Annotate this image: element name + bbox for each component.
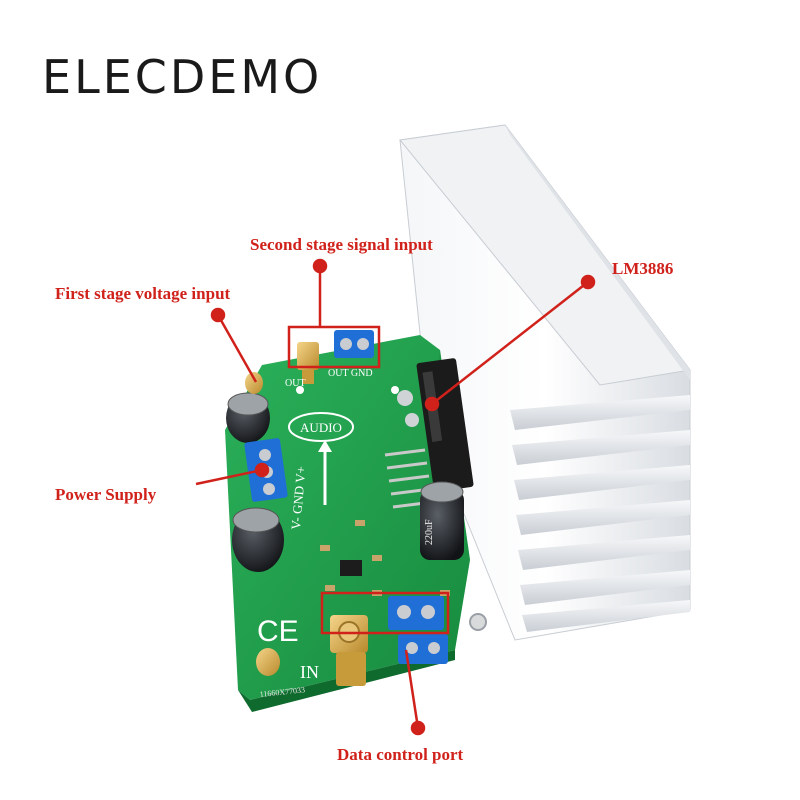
data-control-highlight-box [320,591,450,635]
sma-connector-top [297,342,319,384]
first-stage-callout: First stage voltage input [55,284,231,303]
first-stage-leader-line [216,314,258,383]
second-stage-highlight-box [287,325,381,369]
power-supply-callout: Power Supply [55,485,157,504]
lm3886-leader-line [431,281,589,405]
capacitor-right [420,481,464,560]
data-control-callout: Data control port [337,745,464,764]
power-pins-silkscreen: V- GND V+ [288,466,308,531]
sma-connector-first-stage [245,372,263,394]
sma-connector-lower-left [256,648,280,676]
data-control-dot [410,720,426,736]
data-control-leader-line [404,649,420,729]
capacitor-left-top [226,392,270,443]
signal-terminal-top [334,330,374,358]
power-supply-leader-line [195,468,263,486]
in-silkscreen: IN [300,662,319,682]
audio-oval [288,412,354,442]
first-stage-dot [210,307,226,323]
lm3886-target-dot [424,396,440,412]
brand-logo: ELECDEMO [42,50,323,104]
heatsink-fins [510,395,690,632]
capacitor-label: 220uF [424,519,435,545]
direction-arrow-head [318,440,332,452]
heatsink [399,124,691,641]
data-terminal-block [388,596,448,664]
lm3886-chip [384,358,474,509]
audio-silkscreen: AUDIO [300,420,342,435]
second-stage-callout: Second stage signal input [250,235,433,254]
second-stage-dot [312,258,328,274]
lm3886-dot [580,274,596,290]
capacitor-left-bottom [232,507,284,572]
out-silkscreen: OUT [285,378,306,389]
power-supply-dot [254,462,270,478]
lm3886-callout: LM3886 [612,259,674,278]
out-gnd-silkscreen: OUT GND [328,368,373,379]
ce-mark: CE [257,615,299,648]
